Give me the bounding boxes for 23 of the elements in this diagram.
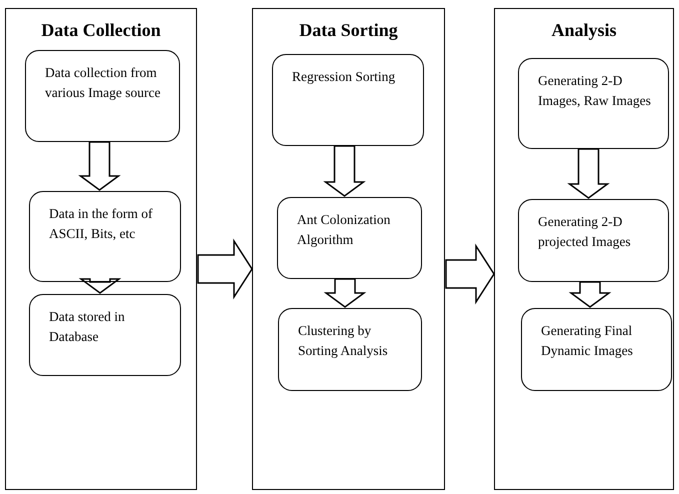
process-box: Data in the form of ASCII, Bits, etc — [29, 191, 181, 282]
block-arrow — [323, 145, 366, 197]
process-box: Generating 2-D Images, Raw Images — [518, 58, 669, 149]
process-box: Clustering by Sorting Analysis — [278, 308, 422, 391]
block-arrow — [78, 278, 122, 294]
stage-panel — [494, 8, 674, 490]
stage-title: Data Sorting — [298, 19, 399, 41]
process-box: Generating Final Dynamic Images — [521, 308, 672, 391]
block-arrow — [324, 278, 366, 308]
stage-panel — [5, 8, 197, 490]
block-arrow — [567, 148, 610, 199]
process-box: Generating 2-D projected Images — [518, 199, 669, 282]
process-box: Ant Colonization Algorithm — [277, 197, 422, 279]
block-arrow — [445, 243, 495, 305]
block-arrow — [197, 238, 253, 300]
process-box: Data collection from various Image source — [25, 50, 180, 142]
process-box: Regression Sorting — [272, 54, 424, 146]
block-arrow — [568, 281, 612, 308]
stage-panel — [252, 8, 445, 490]
block-arrow — [78, 141, 121, 191]
stage-title: Data Collection — [40, 19, 162, 41]
process-box: Data stored in Database — [29, 294, 181, 376]
stage-title: Analysis — [550, 19, 618, 41]
